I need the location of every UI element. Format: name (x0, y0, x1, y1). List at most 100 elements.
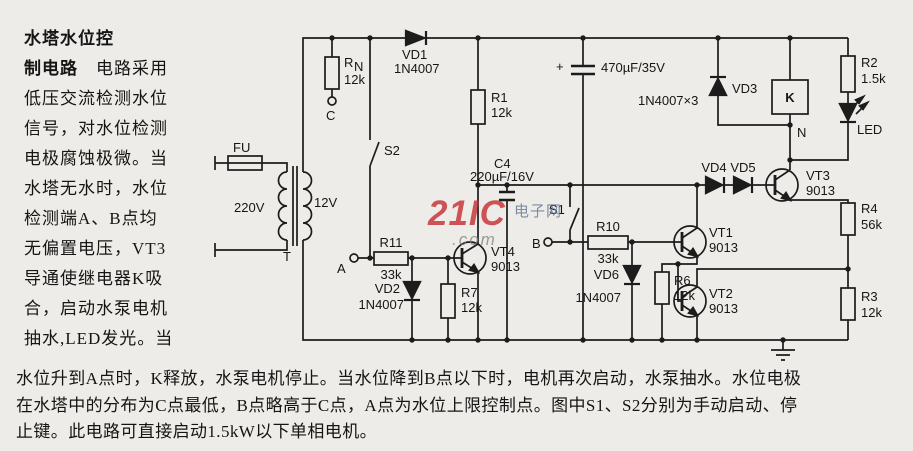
resistor-r4-value: 56k (861, 217, 882, 232)
primary-voltage-label: 220V (234, 200, 265, 215)
transformer-core (292, 166, 298, 246)
paragraph-line: 电极腐蚀极微。当 (24, 149, 168, 168)
filter-cap-polarity: + (556, 59, 564, 74)
vt4-emitter-arrow (468, 263, 481, 274)
diode-vd2-label: VD2 (375, 281, 400, 296)
wire-vt3 (774, 169, 849, 203)
wire-rails (302, 37, 848, 341)
capacitor-c4-value: 220µF/16V (470, 169, 534, 184)
switch-s2-label: S2 (384, 143, 400, 158)
transistor-vt3-value: 9013 (806, 183, 835, 198)
paragraph-line: 水位升到A点时，K释放，水泵电机停止。当水位降到B点以下时，电机再次启动，水泵抽… (16, 369, 802, 388)
diode-note-label: 1N4007×3 (638, 93, 698, 108)
bottom-description-paragraph: 水位升到A点时，K释放，水泵电机停止。当水位降到B点以下时，电机再次启动，水泵抽… (16, 366, 904, 446)
relay-k-label: K (785, 90, 795, 105)
resistor-r7-value: 12k (461, 300, 482, 315)
ground-symbol (771, 340, 795, 361)
paragraph-line: 水塔无水时，水位 (24, 179, 168, 198)
paragraph-line: 制电路 电路采用 (24, 54, 182, 84)
led-ray-arrowhead-2 (858, 100, 870, 111)
diode-vd5-symbol (732, 175, 753, 195)
point-a-label: A (337, 261, 346, 276)
component-labels: FU 220V 12V T R N 12k C S2 VD1 1N4007 R1… (233, 47, 886, 320)
resistor-r2-label: R2 (861, 55, 878, 70)
resistor-r1-symbol (470, 89, 486, 125)
diode-vd4-symbol (704, 175, 725, 195)
wire-r6-branch (661, 263, 678, 340)
resistor-r10-label: R10 (596, 219, 620, 234)
paragraph-line: 止键。此电路可直接启动1.5kW以下单相电机。 (16, 422, 377, 441)
point-n-label: N (797, 125, 806, 140)
wire-s2-branch (369, 38, 380, 258)
terminal-a (349, 253, 359, 263)
transformer-label: T (283, 249, 291, 264)
transistor-vt1-body (673, 225, 707, 259)
led-label: LED (857, 122, 882, 137)
transistor-vt4-label: VT4 (491, 244, 515, 259)
diode-vd3-label: VD3 (732, 81, 757, 96)
wire-led-column (790, 38, 849, 161)
transistor-vt2-body (673, 284, 707, 318)
resistor-r10-symbol (587, 235, 629, 250)
diode-vd6-value: 1N4007 (575, 290, 621, 305)
paragraph-line: 抽水,LED发光。当 (24, 329, 174, 348)
resistor-r6-symbol (654, 271, 670, 305)
diode-vd4-label: VD4 (701, 160, 726, 175)
circuit-title-part2: 制电路 (24, 59, 78, 78)
switch-s1-label: S1 (549, 202, 565, 217)
led-symbol (838, 102, 858, 123)
vt3-emitter-arrow (780, 191, 793, 202)
resistor-r11-symbol (373, 251, 409, 266)
diode-vd6-label: VD6 (594, 267, 619, 282)
resistor-r7-label: R7 (461, 285, 478, 300)
resistor-r1-value: 12k (491, 105, 512, 120)
transformer-primary-coil (277, 171, 288, 241)
resistor-r1-label: R1 (491, 90, 508, 105)
transistor-vt2-label: VT2 (709, 286, 733, 301)
diode-vd3-symbol (708, 76, 728, 97)
terminal-c (327, 96, 337, 106)
filter-cap-value: 470µF/35V (601, 60, 665, 75)
paragraph-text: 电路采用 (78, 59, 168, 78)
diode-vd1-symbol (404, 29, 428, 47)
resistor-r4-symbol (840, 202, 856, 236)
transistor-base-bars (460, 175, 777, 311)
transistor-vt4-body (453, 241, 487, 275)
resistor-rn-symbol (324, 56, 340, 90)
transistor-vt2-value: 9013 (709, 301, 738, 316)
paragraph-line: 低压交流检测水位 (24, 89, 168, 108)
led-ray-arrowhead-1 (854, 94, 866, 105)
vt2-emitter-arrow (687, 306, 700, 317)
paragraph-line: 信号，对水位检测 (24, 119, 168, 138)
wire-vd3-branch (717, 38, 790, 126)
fuse-symbol (227, 155, 263, 171)
junction-dots (329, 35, 851, 343)
transistor-vt1-value: 9013 (709, 240, 738, 255)
resistor-r4-label: R4 (861, 201, 878, 216)
transistor-vt3-label: VT3 (806, 168, 830, 183)
paragraph-line: 合，启动水泵电机 (24, 299, 168, 318)
wire-ac-input (214, 156, 288, 257)
diode-symbols (402, 29, 870, 317)
vt1-emitter-arrow (687, 247, 700, 258)
fuse-label: FU (233, 140, 250, 155)
resistor-r3-label: R3 (861, 289, 878, 304)
resistor-rn-value: 12k (344, 72, 365, 87)
circuit-wires (214, 37, 868, 361)
capacitor-plates (499, 64, 595, 202)
capacitor-c4-label: C4 (494, 156, 511, 171)
resistor-rn-label: R (344, 55, 353, 70)
resistor-r11-label: R11 (380, 235, 403, 250)
diode-vd5-label: VD5 (730, 160, 755, 175)
resistor-r3-value: 12k (861, 305, 882, 320)
paragraph-line: 检测端A、B点均 (24, 209, 158, 228)
paragraph-line: 水塔水位控 (24, 24, 182, 54)
component-bodies (227, 55, 856, 321)
point-c-label: C (326, 108, 335, 123)
electrode-terminals (327, 96, 553, 263)
relay-k-symbol (771, 79, 809, 115)
resistor-r2-value: 1.5k (861, 71, 886, 86)
paragraph-line: 在水塔中的分布为C点最低，B点略高于C点，A点为水位上限控制点。图中S1、S2分… (16, 395, 798, 415)
